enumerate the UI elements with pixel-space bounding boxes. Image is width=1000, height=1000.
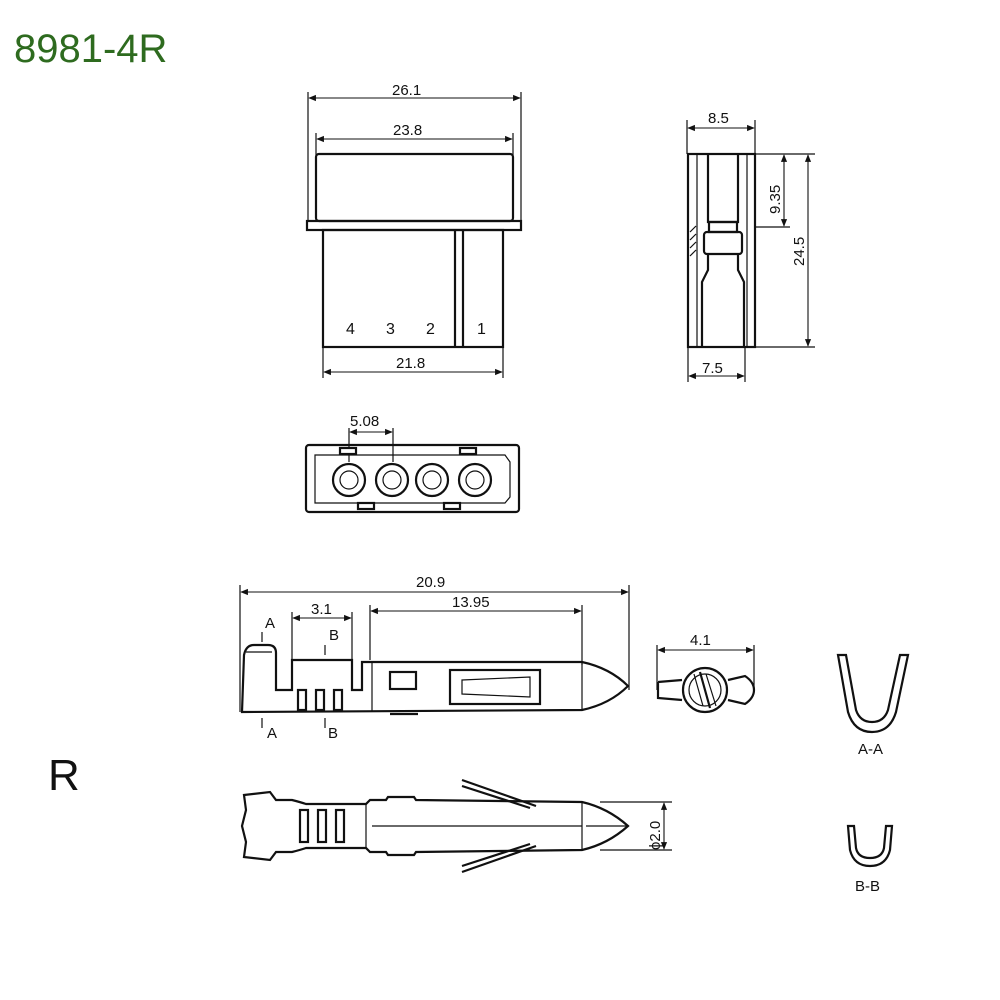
dim-side-bottom-width: 7.5 [702, 360, 723, 377]
dim-body-width: 21.8 [396, 355, 425, 372]
section-mark-a-top: A [265, 615, 275, 632]
dim-flange-width: 23.8 [393, 122, 422, 139]
pin-number-1: 1 [477, 321, 486, 338]
pin-socket-4 [331, 462, 367, 498]
section-a-a-label: A-A [858, 741, 883, 758]
dim-terminal-length: 20.9 [416, 574, 445, 591]
dim-pin-diameter: ϕ2.0 [647, 821, 664, 850]
part-number-title: 8981-4R [14, 27, 167, 71]
pin-number-3: 3 [386, 321, 395, 338]
pin-number-4: 4 [346, 321, 355, 338]
section-mark-a-bottom: A [267, 725, 277, 742]
terminal-side-view: 20.9 3.1 13.95 A B A B [239, 574, 630, 742]
variant-label: R [48, 751, 80, 800]
section-b-b: B-B [846, 824, 894, 895]
housing-face-view: 5.08 [304, 413, 521, 514]
dim-pin-pitch: 5.08 [350, 413, 379, 430]
dim-total-height: 24.5 [791, 237, 808, 266]
pin-socket-3 [374, 462, 410, 498]
section-mark-b-bottom: B [328, 725, 338, 742]
dim-crimp-length: 3.1 [311, 601, 332, 618]
pin-socket-2 [414, 462, 450, 498]
dim-side-top-width: 8.5 [708, 110, 729, 127]
section-b-b-label: B-B [855, 878, 880, 895]
terminal-top-view: ϕ2.0 [240, 778, 672, 874]
section-a-a: A-A [836, 653, 910, 758]
dim-overall-width: 26.1 [392, 82, 421, 99]
housing-front-view: 26.1 23.8 4 3 2 1 21.8 [305, 82, 523, 378]
pin-socket-1 [457, 462, 493, 498]
pin-number-2: 2 [426, 321, 435, 338]
terminal-end-view: 4.1 [656, 632, 756, 714]
dim-contact-length: 13.95 [452, 594, 490, 611]
dim-upper-height: 9.35 [767, 185, 784, 214]
section-mark-b-top: B [329, 627, 339, 644]
dim-end-width: 4.1 [690, 632, 711, 649]
housing-side-view: 8.5 9.35 24.5 7.5 [686, 110, 815, 382]
